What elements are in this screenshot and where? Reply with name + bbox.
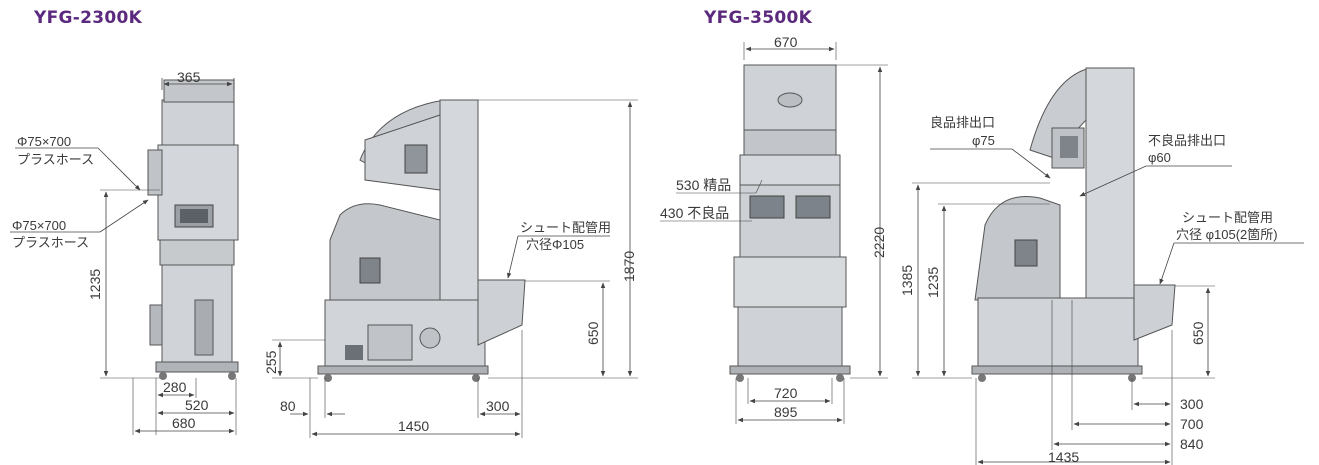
dim-650-3500: 650 [1190,321,1206,345]
dim-700: 700 [1180,416,1204,432]
yfg2300k-side-view: シュート配管用 穴径Φ105 1870 650 255 80 300 1450 [263,99,638,438]
yfg2300k-front-view: 365 Φ75×700 プラスホース Φ75×700 プラスホース 1235 2… [10,69,239,435]
dim-80: 80 [280,398,296,414]
dim-1870: 1870 [621,251,637,282]
dim-1235-3500: 1235 [925,267,941,298]
dim-300-2300: 300 [486,398,510,414]
dim-1450: 1450 [398,418,429,434]
hose1-size: Φ75×700 [17,134,71,149]
chute-label-3500-line2: 穴径 φ105(2箇所) [1176,227,1278,242]
dim-670: 670 [774,34,798,50]
label-530: 530 精品 [676,177,731,193]
dim-895: 895 [774,404,798,420]
dim-1235-front: 1235 [87,269,103,300]
yfg3500k-side-view: 良品排出口 φ75 不良品排出口 φ60 シュート配管用 穴径 φ105(2箇所… [899,67,1304,465]
hose2-size: Φ75×700 [12,218,66,233]
dim-255: 255 [263,350,279,374]
dim-280: 280 [163,379,187,395]
dim-720: 720 [774,385,798,401]
dim-300-3500: 300 [1180,396,1204,412]
good-outlet-label: 良品排出口 [930,115,995,130]
dim-1435: 1435 [1048,449,1079,465]
model-title-yfg3500k: YFG-3500K [704,8,813,28]
dim-1385: 1385 [899,265,915,296]
dim-2220: 2220 [871,227,887,258]
dim-365: 365 [177,69,201,85]
label-430: 430 不良品 [660,205,729,221]
yfg3500k-front-view: 670 2220 530 精品 430 不良品 720 895 [660,34,888,424]
dim-680: 680 [172,415,196,431]
chute-label-2300-line2: 穴径Φ105 [526,237,584,252]
dim-650-2300: 650 [585,321,601,345]
model-title-yfg2300k: YFG-2300K [34,8,143,28]
hose2-name: プラスホース [12,235,89,250]
chute-label-2300-line1: シュート配管用 [520,220,611,235]
bad-outlet-dia: φ60 [1148,150,1171,165]
bad-outlet-label: 不良品排出口 [1148,133,1226,148]
chute-label-3500-line1: シュート配管用 [1182,210,1273,225]
dim-840: 840 [1180,436,1204,452]
dim-520: 520 [185,397,209,413]
good-outlet-dia: φ75 [972,133,995,148]
hose1-name: プラスホース [17,152,94,167]
